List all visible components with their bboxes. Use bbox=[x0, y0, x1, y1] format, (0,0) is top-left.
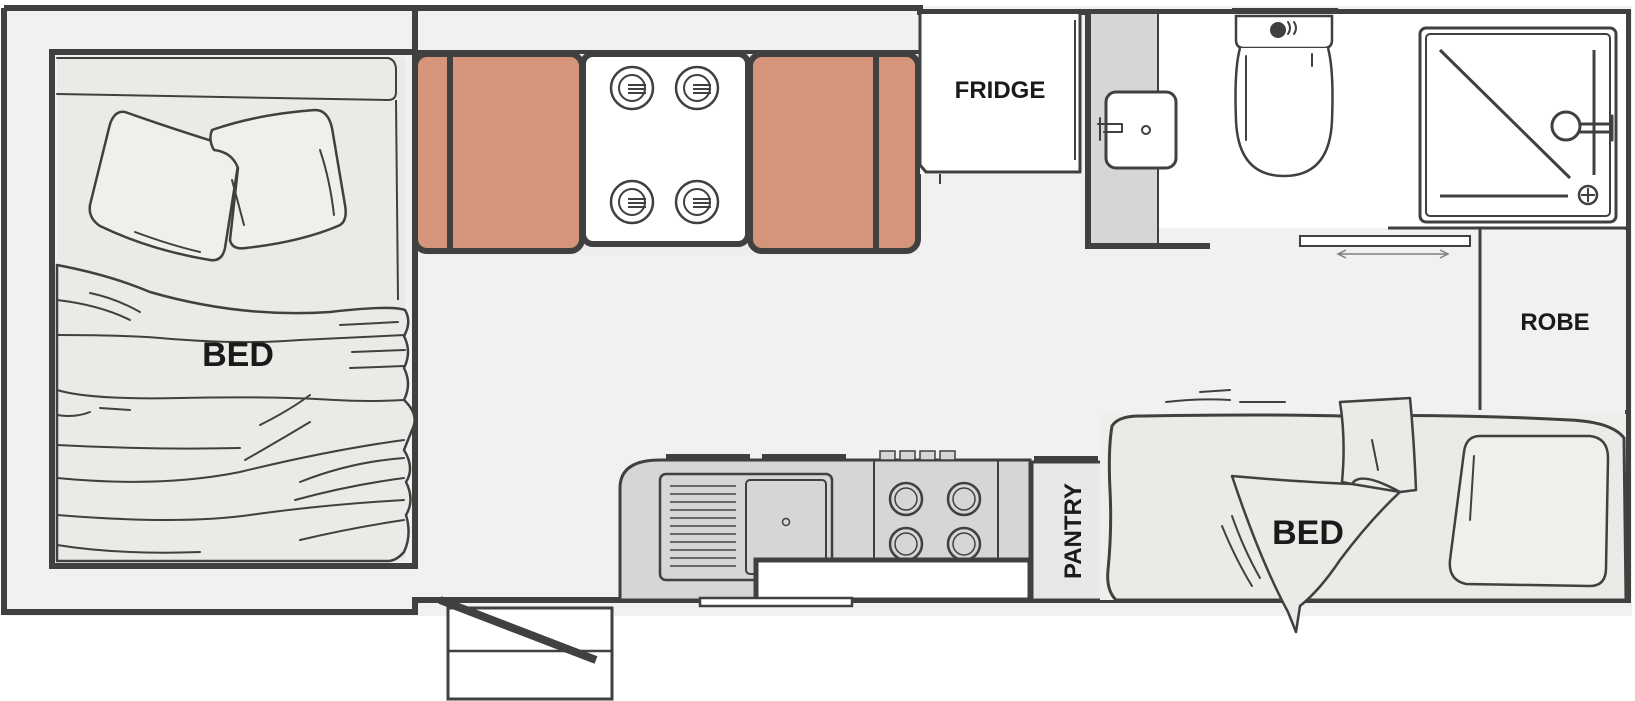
fridge-label: FRIDGE bbox=[955, 77, 1046, 104]
burner-icon bbox=[674, 179, 720, 225]
pillow-icon bbox=[1448, 434, 1610, 588]
dinette-table bbox=[580, 51, 751, 247]
sink-icon bbox=[658, 472, 834, 582]
blanket bbox=[55, 263, 416, 563]
burner-icon bbox=[609, 179, 655, 225]
burner-icon bbox=[609, 65, 655, 111]
blanket bbox=[1221, 396, 1418, 634]
pillow-icon bbox=[209, 108, 347, 250]
dinette-seat-right bbox=[747, 51, 921, 254]
fridge: FRIDGE bbox=[918, 12, 1082, 184]
front-bed-label: BED bbox=[1272, 514, 1344, 552]
robe: ROBE bbox=[1478, 228, 1626, 410]
cooktop-icon bbox=[873, 450, 999, 562]
entry-door bbox=[415, 596, 614, 701]
bathroom bbox=[1085, 8, 1626, 259]
front-bed: BED bbox=[1100, 389, 1628, 634]
pantry-label: PANTRY bbox=[1060, 483, 1087, 579]
dinette bbox=[412, 50, 921, 254]
toilet-icon bbox=[1232, 8, 1338, 178]
shower-icon bbox=[1418, 26, 1618, 224]
robe-label: ROBE bbox=[1520, 309, 1589, 336]
kitchen-bench bbox=[618, 450, 1033, 608]
rear-bed: BED bbox=[49, 49, 418, 569]
basin-icon bbox=[1097, 90, 1178, 170]
dinette-seat-left bbox=[412, 51, 585, 254]
burner-icon bbox=[674, 65, 720, 111]
pantry: PANTRY bbox=[1030, 456, 1104, 602]
rear-bed-label: BED bbox=[202, 336, 274, 374]
sliding-door-arrow-icon bbox=[1336, 249, 1450, 259]
